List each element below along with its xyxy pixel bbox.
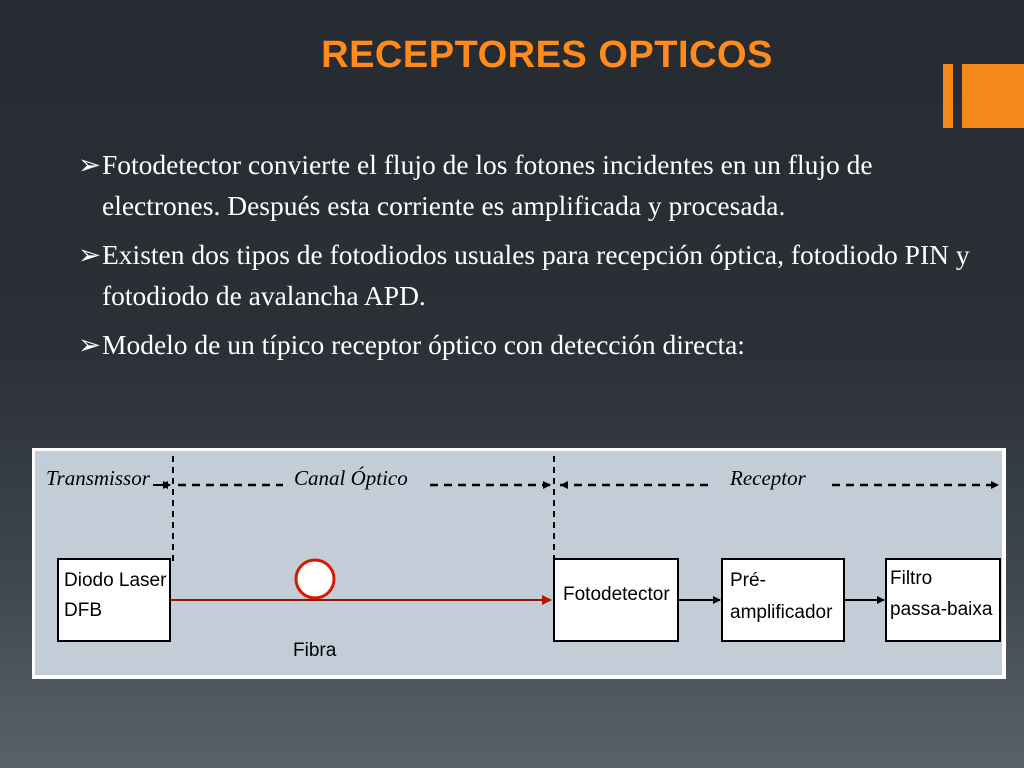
block-fotodetector [553,558,679,642]
block-filtro [885,558,1001,642]
section-label-transmissor: Transmissor [46,466,151,490]
slide-title: RECEPTORES OPTICOS [321,34,773,76]
bullet-arrow-icon: ➢ [78,329,102,360]
bullet-item: ➢ Fotodetector convierte el flujo de los… [78,144,978,226]
diagram-canvas: Transmissor Canal Óptico Receptor Diodo … [46,456,1001,661]
decorative-bar-thick [962,64,1024,128]
block-label: amplificador [730,602,833,623]
block-label: Fotodetector [563,584,670,605]
block-label: DFB [64,600,102,621]
span-arrowhead-back [560,481,568,489]
block-label: Filtro [890,568,932,589]
receiver-diagram: Transmissor Canal Óptico Receptor Diodo … [32,448,1006,679]
bullet-text: Existen dos tipos de fotodiodos usuales … [102,239,970,311]
span-arrowhead-back [160,481,168,489]
bullet-text: Fotodetector convierte el flujo de los f… [102,149,873,221]
bullet-list: ➢ Fotodetector convierte el flujo de los… [78,144,978,373]
block-label: Diodo Laser [64,570,167,591]
section-label-receptor: Receptor [729,466,807,490]
block-label: Pré- [730,570,766,591]
fiber-coil-icon [294,558,336,600]
bullet-item: ➢ Existen dos tipos de fotodiodos usuale… [78,234,978,316]
block-diodo-laser [57,558,171,642]
bullet-arrow-icon: ➢ [78,239,102,270]
section-label-canal-optico: Canal Óptico [294,466,408,490]
block-label: passa-baixa [890,599,993,620]
bullet-arrow-icon: ➢ [78,149,102,180]
decorative-bar-thin [943,64,953,128]
fiber-label: Fibra [293,640,337,661]
bullet-text: Modelo de un típico receptor óptico con … [102,329,745,360]
block-pre-amplificador [721,558,845,642]
bullet-item: ➢ Modelo de un típico receptor óptico co… [78,324,978,365]
